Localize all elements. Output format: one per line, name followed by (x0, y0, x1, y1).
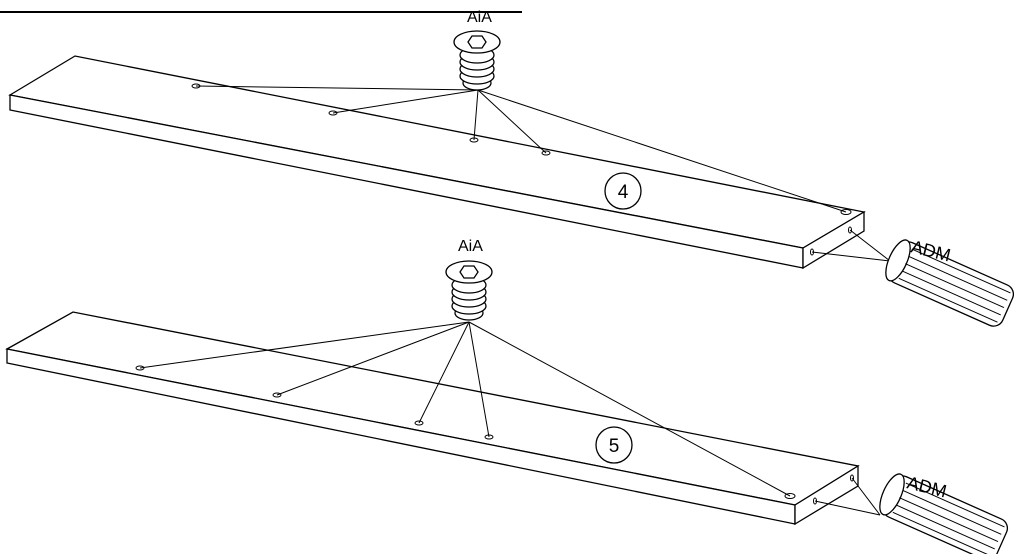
adm-dowel-icon (879, 473, 1009, 559)
panel-4: AiA 4 ADM (8, 9, 1014, 327)
aia-fastener-icon (445, 260, 493, 321)
panel-5: AiA 5 ADM (5, 238, 1009, 559)
leader-lines-5 (139, 321, 881, 516)
adm-dowel-icon (885, 239, 1014, 327)
fastener-label: AiA (467, 9, 492, 26)
part-number: 4 (618, 182, 629, 203)
fastener-label: AiA (458, 238, 483, 255)
part-number: 5 (609, 436, 620, 457)
part-number-circle (604, 172, 642, 210)
part-number-circle (595, 426, 633, 464)
aia-fastener-icon (453, 30, 501, 91)
board-5 (5, 311, 860, 526)
board-4 (8, 55, 866, 270)
leader-lines-4 (195, 85, 891, 262)
